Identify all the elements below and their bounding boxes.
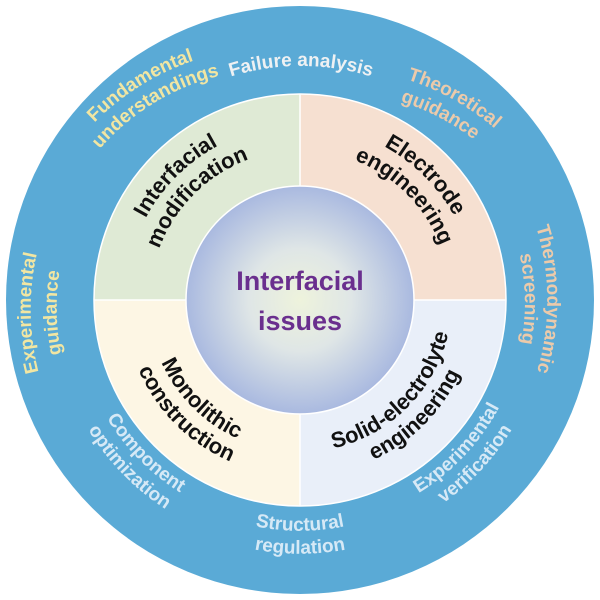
center-title-line2: issues bbox=[258, 306, 342, 336]
outer-label-line1: Structural bbox=[255, 511, 346, 536]
outer-label-structural-regulation: Structural regulation bbox=[253, 511, 346, 559]
outer-label-line2: regulation bbox=[253, 534, 346, 559]
center-circle bbox=[185, 185, 415, 415]
center-title-line1: Interfacial bbox=[236, 266, 364, 296]
